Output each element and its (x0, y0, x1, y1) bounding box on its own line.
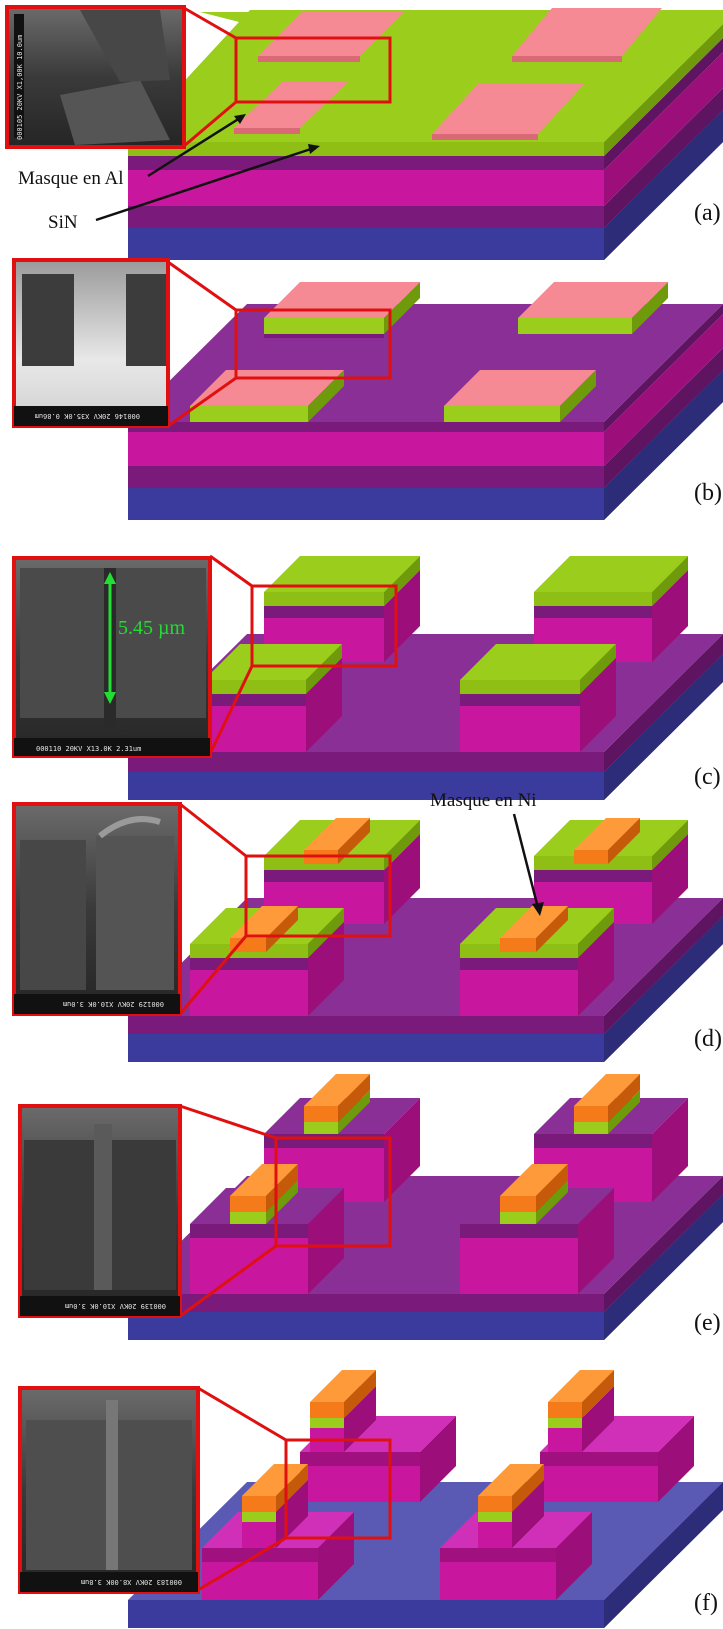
panel-d: Masque en Ni 000129 20KV X10.0K 3.0um (d… (12, 790, 723, 1062)
panel-b: 000146 20KV X35.0K 0.86um (b) (12, 258, 723, 520)
highlight-box (234, 308, 392, 380)
ni-mask-label: Masque en Ni (430, 790, 537, 811)
panel-label: (b) (694, 480, 722, 506)
al-mask-label: Masque en Al (18, 168, 124, 189)
sem-caption: 000139 20KV X10.0K 3.0um (65, 1302, 166, 1310)
sem-caption: 000110 20KV X13.0K 2.31um (36, 745, 141, 753)
panel-f: 000183 20KV X8.00K 3.8um (f) (18, 1370, 723, 1628)
highlight-box (244, 854, 392, 938)
panel-a: 000105 20KV X1,00K 10.0um Masque en Al S… (5, 5, 723, 260)
sin-label: SiN (48, 212, 78, 233)
sem-caption: 000105 20KV X1,00K 10.0um (16, 35, 24, 140)
sin-arrow (95, 146, 315, 222)
al-mask-arrow (147, 116, 241, 178)
highlight-box (284, 1438, 392, 1540)
trench-depth-label: 5.45 µm (118, 617, 186, 639)
sem-caption: 000183 20KV X8.00K 3.8um (81, 1578, 182, 1586)
highlight-box (274, 1136, 392, 1248)
highlight-box (250, 584, 398, 668)
panel-label: (c) (694, 764, 721, 790)
panel-label: (a) (694, 200, 721, 226)
highlight-box (234, 36, 392, 104)
sem-caption: 000146 20KV X35.0K 0.86um (35, 412, 140, 420)
sem-caption: 000129 20KV X10.0K 3.0um (63, 1000, 164, 1008)
ni-mask-arrow (512, 813, 540, 909)
panel-label: (f) (694, 1590, 718, 1616)
panel-label: (e) (694, 1310, 721, 1336)
panel-e: 000139 20KV X10.0K 3.0um (e) (18, 1074, 723, 1340)
panel-label: (d) (694, 1026, 722, 1052)
panel-c: 5.45 µm 000110 20KV X13.0K 2.31um (c) (12, 554, 723, 800)
